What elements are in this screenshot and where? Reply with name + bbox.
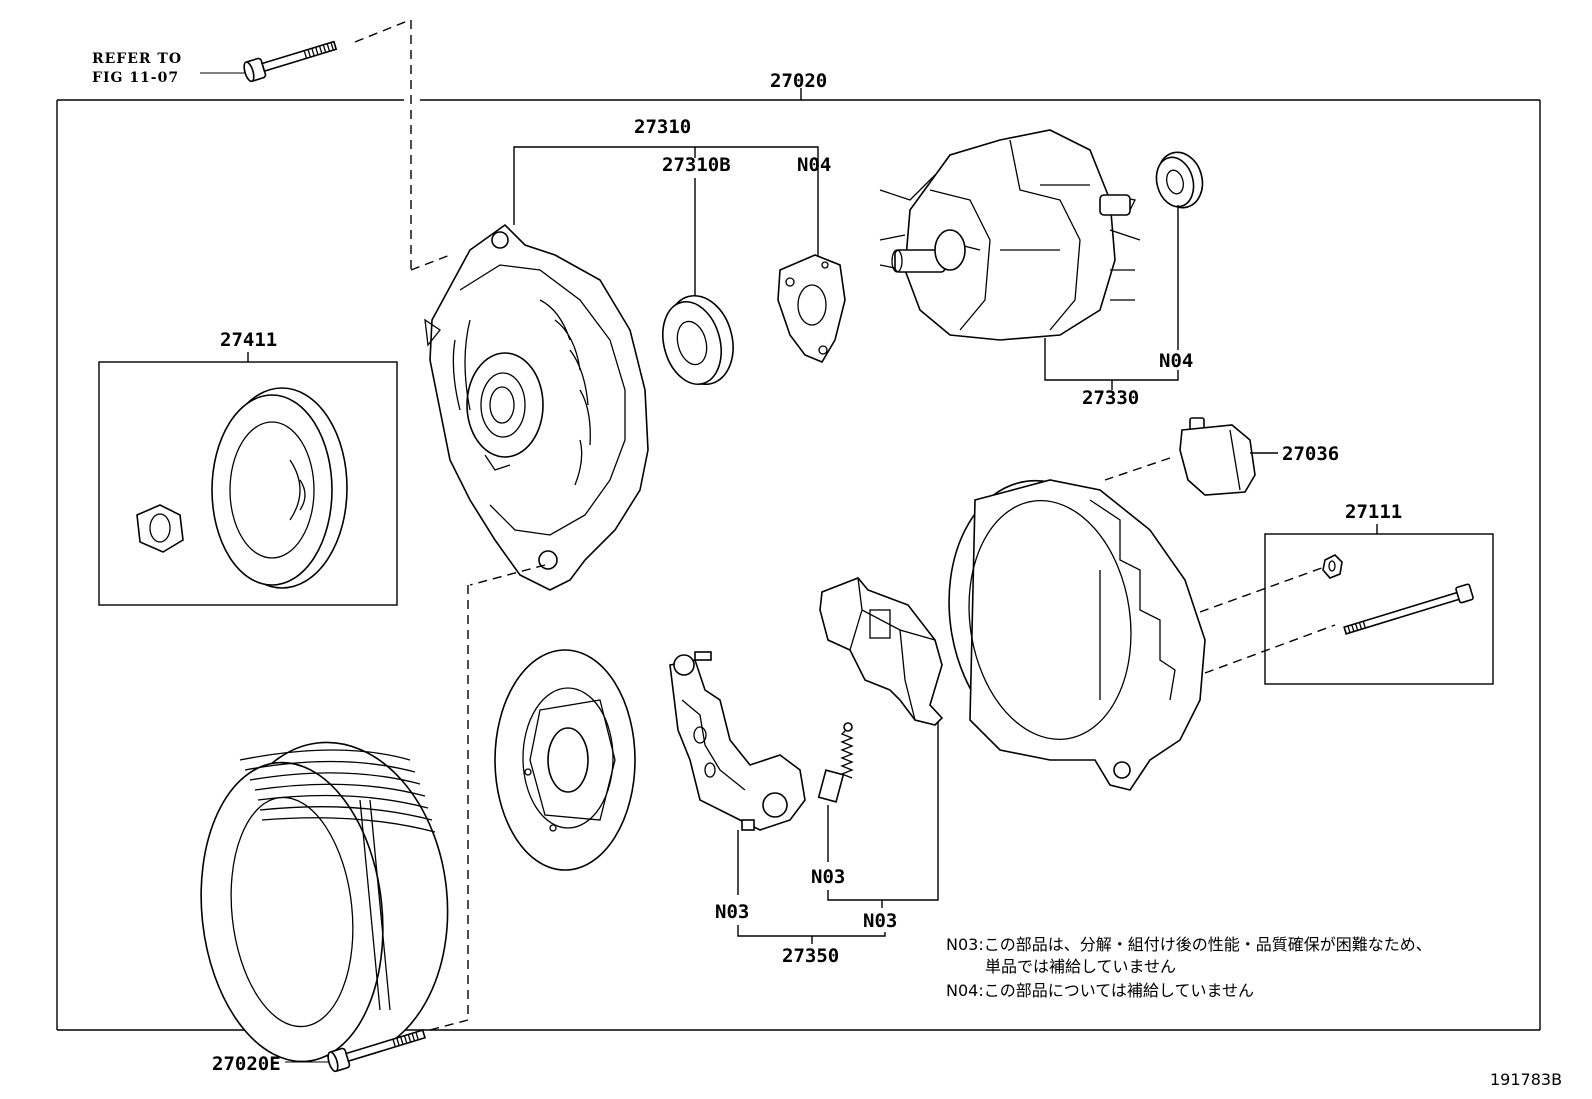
pulley-box	[98, 361, 398, 606]
label-27310: 27310	[634, 116, 691, 138]
nut-icon	[1322, 554, 1343, 579]
label-27020E: 27020E	[212, 1053, 281, 1075]
label-27330: 27330	[1082, 387, 1139, 409]
bolt-icon	[327, 1029, 426, 1073]
note-n03-line1: N03:この部品は、分解・組付け後の性能・品質確保が困難なため、	[946, 935, 1432, 954]
label-N03-rectifier-right: N03	[863, 910, 897, 932]
refer-to-line1: REFER TO	[92, 51, 182, 67]
label-N04-retainer: N04	[797, 154, 831, 176]
retainer-plate	[777, 254, 846, 364]
label-27020: 27020	[770, 70, 827, 92]
figure-id: 191783B	[1490, 1070, 1562, 1089]
brush-holder	[819, 577, 944, 726]
label-27310B: 27310B	[662, 154, 731, 176]
bearing-icon	[662, 294, 734, 386]
drive-end-frame	[424, 223, 649, 591]
label-N03-brush: N03	[811, 866, 845, 888]
bearing-icon	[1155, 151, 1204, 209]
rear-housing	[948, 479, 1206, 791]
cooling-fan	[494, 649, 636, 871]
label-27036: 27036	[1282, 443, 1339, 465]
label-N03-rectifier-left: N03	[715, 901, 749, 923]
label-N04-bearing: N04	[1159, 350, 1193, 372]
label-27111: 27111	[1345, 501, 1402, 523]
bolt-icon	[1343, 583, 1474, 635]
pulley-icon	[200, 741, 449, 1063]
label-27411: 27411	[220, 329, 277, 351]
brush-spring	[817, 722, 854, 803]
bolt-icon	[243, 40, 338, 83]
note-n03-line2: 単品では補給していません	[985, 957, 1176, 976]
nut-icon	[136, 504, 184, 553]
label-27350: 27350	[782, 945, 839, 967]
regulator-sensor	[1179, 417, 1256, 496]
pulley-icon	[211, 387, 348, 589]
bolt-set-box	[1264, 533, 1494, 685]
rotor	[879, 129, 1141, 341]
refer-to-line2: FIG 11-07	[92, 70, 179, 86]
note-n04: N04:この部品については補給していません	[946, 981, 1254, 1000]
rectifier	[669, 651, 806, 831]
